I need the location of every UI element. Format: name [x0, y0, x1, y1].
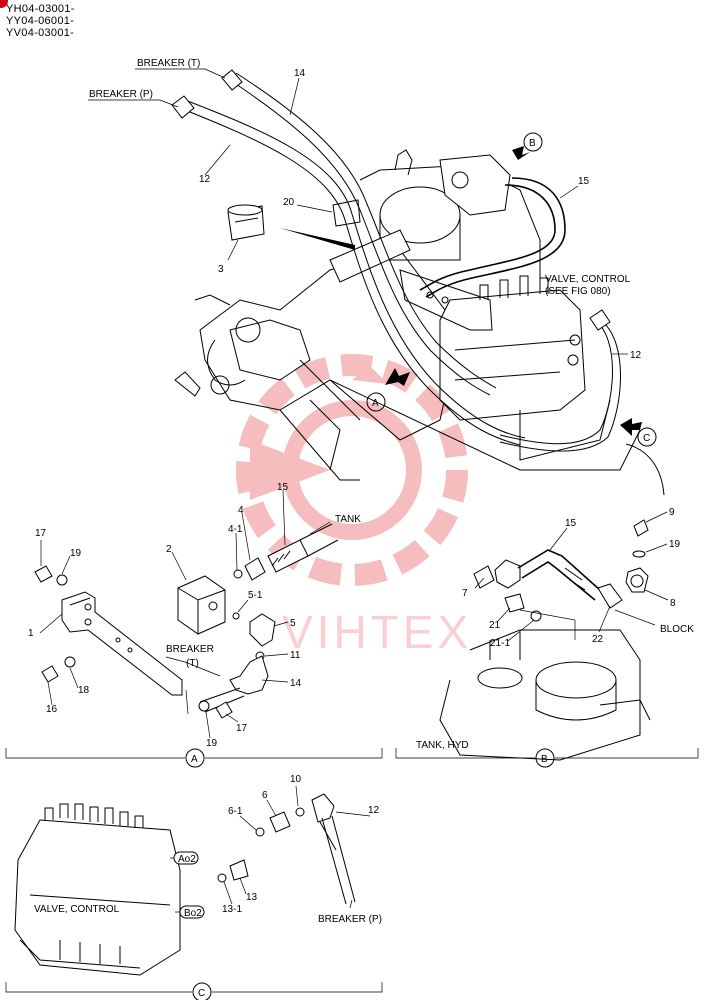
view-c-marker: C: [643, 433, 650, 444]
b-label-tank-hyd: TANK, HYD: [416, 740, 469, 751]
c-callout-10: 10: [290, 774, 302, 785]
label-breaker-t: BREAKER (T): [137, 58, 200, 69]
callout-20: 20: [283, 197, 295, 208]
a-callout-16: 16: [46, 704, 58, 715]
a-callout-18: 18: [78, 685, 90, 696]
watermark-text: VIHTEX: [282, 606, 472, 658]
callout-3: 3: [218, 264, 224, 275]
detail-c-frame: [5, 982, 383, 993]
a-callout-2: 2: [166, 544, 172, 555]
c-callout-12: 12: [368, 805, 380, 816]
a-label-breaker-t: (T): [186, 658, 199, 669]
detail-c-title: C: [198, 988, 205, 999]
callout-15: 15: [578, 176, 590, 187]
b-callout-21: 21: [489, 620, 501, 631]
c-callout-6: 6: [262, 790, 268, 801]
serial-list: YH04-03001- YY04-06001- YV04-03001-: [6, 3, 75, 39]
serial-2: YY04-06001-: [6, 15, 75, 27]
detail-b-title: B: [541, 754, 548, 765]
label-breaker-p: BREAKER (P): [89, 89, 153, 100]
detail-c: [14, 785, 371, 976]
b-callout-19: 19: [669, 539, 681, 550]
callout-12-right: 12: [630, 350, 642, 361]
detail-b-frame: [395, 748, 699, 759]
detail-a: [34, 489, 339, 739]
view-a-marker: A: [372, 398, 379, 409]
a-label-tank: TANK: [335, 514, 361, 525]
a-callout-5-1: 5-1: [248, 590, 263, 601]
a-callout-19b: 19: [206, 738, 218, 749]
a-callout-4-1: 4-1: [228, 524, 243, 535]
detail-a-frame: [5, 748, 383, 759]
a-callout-19: 19: [70, 548, 82, 559]
a-callout-5: 5: [290, 618, 296, 629]
c-callout-6-1: 6-1: [228, 806, 243, 817]
label-valve-control: VALVE, CONTROL: [545, 274, 631, 285]
callout-12: 12: [199, 174, 211, 185]
a-callout-4: 4: [238, 505, 244, 516]
detail-a-title: A: [191, 754, 198, 765]
b-callout-22: 22: [592, 634, 604, 645]
b-label-block: BLOCK: [660, 624, 694, 635]
page-badge: [0, 0, 8, 8]
c-label-port-a: Ao2: [178, 854, 196, 865]
a-label-breaker: BREAKER: [166, 644, 214, 655]
b-callout-9: 9: [669, 507, 675, 518]
a-callout-17b: 17: [236, 723, 248, 734]
b-callout-8: 8: [670, 598, 676, 609]
c-label-breaker-p: BREAKER (P): [318, 914, 382, 925]
a-callout-14: 14: [290, 678, 302, 689]
b-callout-7: 7: [462, 588, 468, 599]
c-label-valve-control: VALVE, CONTROL: [34, 904, 120, 915]
a-callout-11: 11: [290, 650, 301, 661]
label-see-fig: (SEE FIG 080): [545, 286, 611, 297]
main-assembly: [171, 69, 665, 496]
c-callout-13-1: 13-1: [222, 904, 242, 915]
a-callout-15: 15: [277, 482, 289, 493]
a-callout-17: 17: [35, 528, 47, 539]
c-label-port-b: Bo2: [184, 908, 202, 919]
callout-14: 14: [294, 68, 306, 79]
b-callout-21-1: 21-1: [490, 638, 510, 649]
a-callout-1: 1: [28, 628, 34, 639]
view-b-marker: B: [529, 138, 536, 149]
detail-b: [439, 511, 669, 761]
b-callout-15: 15: [565, 518, 577, 529]
serial-1: YH04-03001-: [6, 3, 75, 15]
c-callout-13: 13: [246, 892, 258, 903]
serial-3: YV04-03001-: [6, 27, 75, 39]
watermark-logo: [236, 354, 468, 586]
